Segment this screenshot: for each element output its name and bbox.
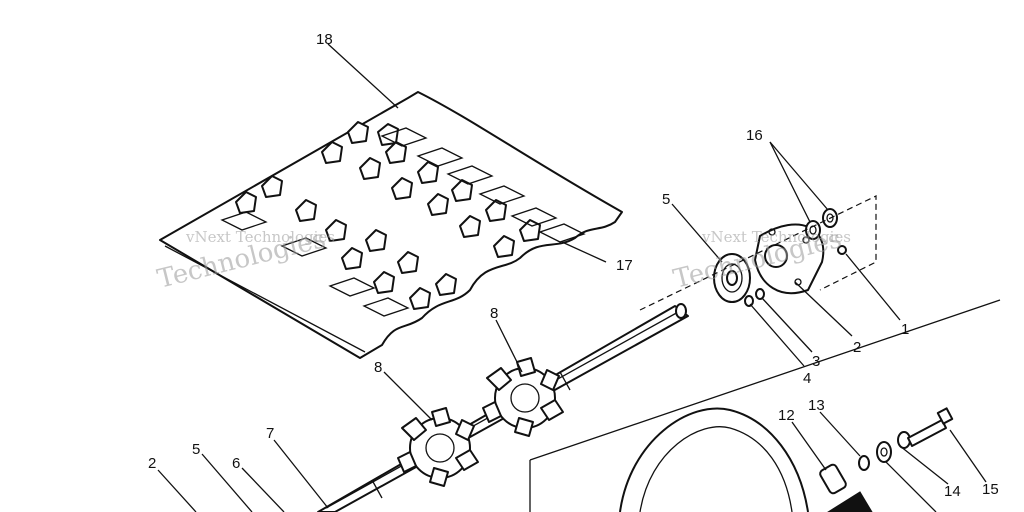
watermark-text-right: vNext Technologies [701, 228, 851, 246]
sprocket-rear [482, 357, 564, 437]
callout-4: 4 [803, 370, 811, 387]
callout-5-upper: 5 [662, 191, 670, 208]
bearing [713, 253, 751, 303]
callout-3: 3 [812, 353, 820, 370]
leader-lines [157, 43, 987, 512]
callout-8-left: 8 [374, 359, 382, 376]
bolt-1 [837, 245, 847, 255]
spacer-12 [819, 463, 847, 495]
bolt-15 [907, 407, 954, 447]
callout-12: 12 [778, 407, 795, 424]
callout-2-lower: 2 [148, 455, 156, 472]
sprocket-front [397, 407, 479, 487]
callout-labels: 18 17 5 16 1 2 3 4 8 8 7 2 5 6 12 13 14 … [148, 31, 999, 500]
track-clips [220, 127, 586, 317]
callout-14: 14 [944, 483, 961, 500]
callout-6: 6 [232, 455, 240, 472]
callout-13: 13 [808, 397, 825, 414]
track-lugs [235, 121, 541, 310]
washer-13 [858, 455, 870, 471]
callout-2-upper: 2 [853, 339, 861, 356]
callout-7: 7 [266, 425, 274, 442]
callout-17: 17 [616, 257, 633, 274]
callout-18: 18 [316, 31, 333, 48]
callout-5-lower: 5 [192, 441, 200, 458]
small-washers [744, 288, 765, 307]
track-belt [159, 91, 623, 359]
callout-16: 16 [746, 127, 763, 144]
washers-16 [805, 208, 838, 240]
axis-guide [639, 195, 877, 311]
callout-1: 1 [901, 321, 909, 338]
washer-14 [876, 431, 911, 463]
idler-wheel-housing [529, 299, 1001, 512]
callout-8-right: 8 [490, 305, 498, 322]
bearing-flange [754, 223, 825, 295]
watermark-text-left: vNext Technologies [185, 228, 335, 246]
callout-15: 15 [982, 481, 999, 498]
